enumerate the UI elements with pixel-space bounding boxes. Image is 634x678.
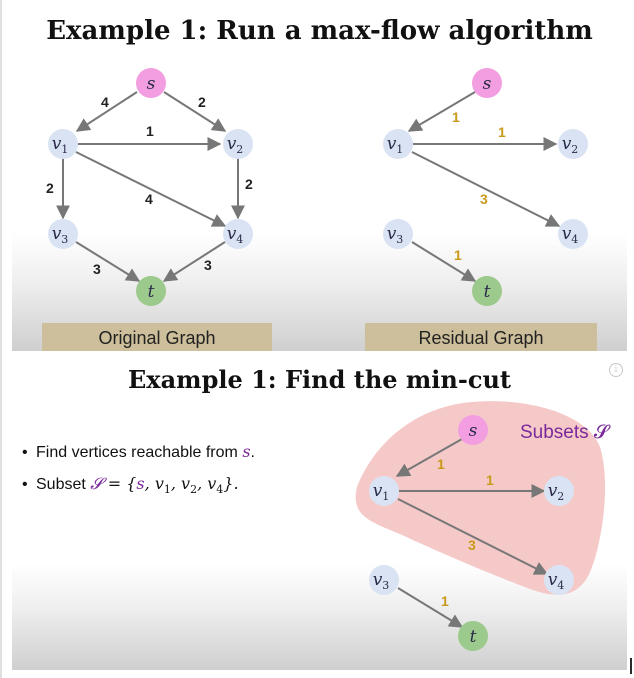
res-weight-v1-v2: 1 xyxy=(498,124,506,140)
res-weight-v1-v4: 3 xyxy=(480,191,488,207)
cut-weight-v1-v2: 1 xyxy=(486,472,494,488)
min-cut-diagram: Subsets 𝓢 1 1 3 1 s v1 v2 v3 v4 t xyxy=(355,401,611,651)
node-v4 xyxy=(223,219,253,249)
node-v2 xyxy=(223,129,253,159)
cut-node-s-label: s xyxy=(469,421,478,441)
frame-divider xyxy=(0,0,2,678)
node-s xyxy=(136,68,166,98)
cut-weight-v3-t: 1 xyxy=(441,593,449,609)
slide-title: Example 1: Find the min-cut xyxy=(128,365,511,394)
cut-edge-v1-v4 xyxy=(397,498,549,575)
node-v3 xyxy=(48,219,78,249)
bullet-item: •Find vertices reachable from s. xyxy=(22,442,255,461)
cut-edge-v3-t xyxy=(397,587,464,628)
res-node-v1 xyxy=(383,129,413,159)
weight-v4-t: 3 xyxy=(204,257,212,273)
graphs-diagram: 4 2 1 2 2 4 3 3 s v1 v2 v3 v4 t xyxy=(46,68,588,306)
res-node-s xyxy=(472,68,502,98)
info-icon[interactable]: i xyxy=(609,363,623,377)
weight-v1-v3: 2 xyxy=(46,180,54,196)
weight-v1-v4: 4 xyxy=(145,191,153,207)
node-t xyxy=(136,276,166,306)
subset-region xyxy=(355,401,606,595)
residual-graph-caption: Residual Graph xyxy=(365,323,597,351)
edge-v4-t xyxy=(162,241,226,282)
slide-max-flow: Example 1: Run a max-flow algorithm 4 2 … xyxy=(12,4,627,351)
res-node-t-label: t xyxy=(484,282,491,302)
residual-graph: 1 1 3 1 s v1 v2 v3 v4 t xyxy=(383,68,588,306)
res-weight-s-v1: 1 xyxy=(452,109,460,125)
edge-s-v1 xyxy=(75,91,138,132)
cut-node-v3 xyxy=(369,565,399,595)
cut-node-t-label: t xyxy=(470,627,477,647)
res-node-v4 xyxy=(558,219,588,249)
cut-node-v4 xyxy=(544,565,574,595)
slide-title: Example 1: Run a max-flow algorithm xyxy=(46,16,593,46)
cut-weight-v1-v4: 3 xyxy=(468,537,476,553)
cut-node-t xyxy=(458,621,488,651)
res-node-v2 xyxy=(558,129,588,159)
res-node-t xyxy=(472,276,502,306)
node-v1 xyxy=(48,129,78,159)
weight-v2-v4: 2 xyxy=(245,176,253,192)
weight-v3-t: 3 xyxy=(93,261,101,277)
original-graph: 4 2 1 2 2 4 3 3 s v1 v2 v3 v4 t xyxy=(46,68,253,306)
subset-label: Subsets 𝓢 xyxy=(520,422,611,443)
res-node-s-label: s xyxy=(483,74,492,94)
slide-min-cut: Example 1: Find the min-cut i •Find vert… xyxy=(12,357,627,670)
cut-node-s xyxy=(458,415,488,445)
bullet-list: •Find vertices reachable from s. •Subset… xyxy=(22,442,255,508)
resize-handle[interactable] xyxy=(630,658,632,674)
edge-v1-v4 xyxy=(75,151,227,227)
original-graph-caption: Original Graph xyxy=(42,323,272,351)
cut-weight-s-v1: 1 xyxy=(437,456,445,472)
node-t-label: t xyxy=(148,282,155,302)
res-weight-v3-t: 1 xyxy=(454,247,462,263)
cut-node-v1 xyxy=(369,476,399,506)
res-edge-v3-t xyxy=(411,241,477,282)
res-node-v3 xyxy=(383,219,413,249)
weight-v1-v2: 1 xyxy=(146,123,154,139)
cut-node-v2 xyxy=(544,476,574,506)
edge-v3-t xyxy=(75,241,141,282)
res-edge-s-v1 xyxy=(407,91,476,132)
res-edge-v1-v4 xyxy=(411,151,561,227)
bullet-item: •Subset 𝓢 = {s, v1, v2, v4}. xyxy=(22,474,239,497)
weight-s-v2: 2 xyxy=(198,94,206,110)
weight-s-v1: 4 xyxy=(101,94,109,110)
node-s-label: s xyxy=(147,74,156,94)
edge-s-v2 xyxy=(163,91,227,132)
cut-edge-s-v1 xyxy=(395,438,463,477)
